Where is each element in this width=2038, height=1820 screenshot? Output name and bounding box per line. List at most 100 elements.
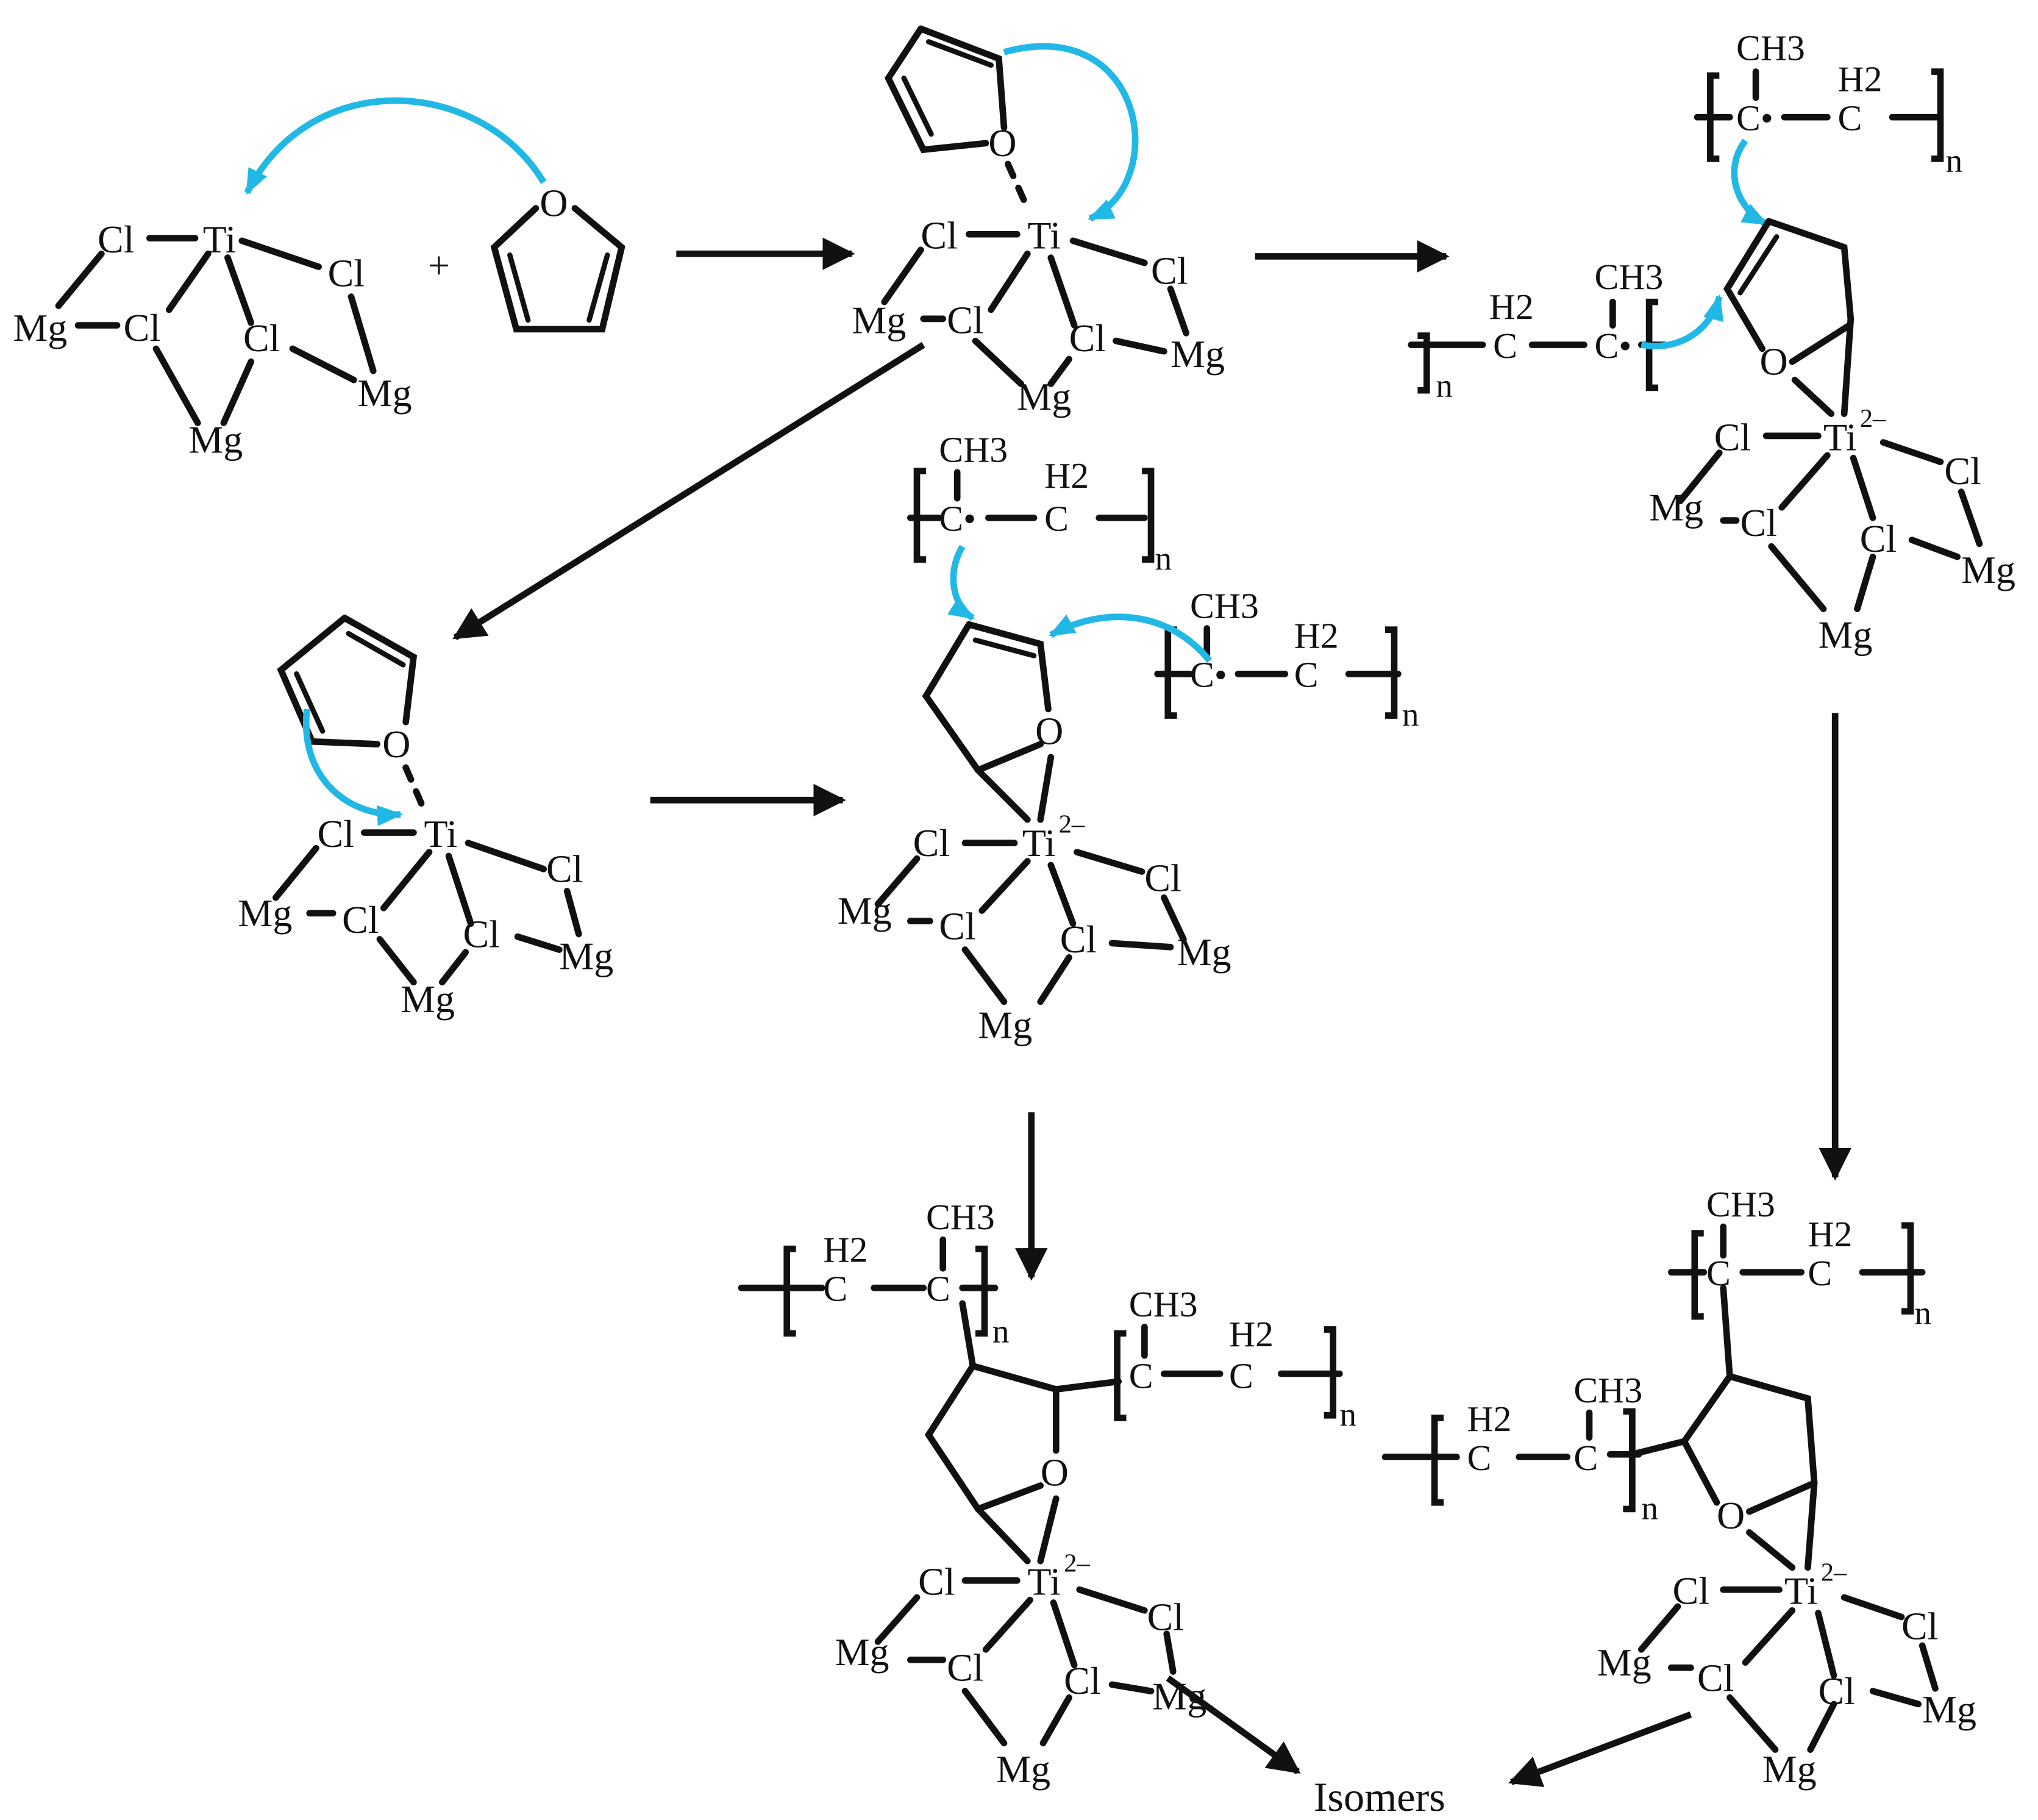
polymer-chain-bottom-middle: CH3 C H2 C n <box>1114 1284 1356 1433</box>
polymer-chain-bottom-right-top: CH3 C H2 C n <box>1668 1184 1931 1332</box>
n-subscript: n <box>992 1313 1010 1350</box>
n-subscript: n <box>1339 1396 1356 1433</box>
ch3-label: CH3 <box>1573 1370 1642 1410</box>
c-label: C <box>1229 1356 1253 1396</box>
electron-arrow <box>1641 294 1724 349</box>
ch3-label: CH3 <box>926 1197 995 1237</box>
cl-label: Cl <box>947 1646 983 1690</box>
mg-label: Mg <box>238 891 292 935</box>
cl-label: Cl <box>939 905 975 948</box>
cl-label: Cl <box>318 812 354 855</box>
cl-label: Cl <box>1151 249 1188 292</box>
cl-label: Cl <box>243 316 280 360</box>
mg-label: Mg <box>1922 1688 1976 1731</box>
cl-label: Cl <box>1740 501 1776 544</box>
cl-label: Cl <box>342 898 379 941</box>
electron-arrow <box>947 544 975 621</box>
ti-label: Ti <box>1022 821 1056 865</box>
thf-ti-complex-bottom-right: O Cl Ti 2– Cl Mg Cl Cl Mg Mg <box>1597 1284 1976 1791</box>
mg-label: Mg <box>835 1630 889 1674</box>
ti-charge: 2– <box>1821 1558 1847 1586</box>
ti-label: Ti <box>1027 214 1061 257</box>
cl-label: Cl <box>1818 1669 1855 1713</box>
cl-label: Cl <box>913 821 950 865</box>
cl-label: Cl <box>124 306 160 349</box>
c-label: C <box>926 1269 950 1309</box>
ti-charge: 2– <box>1860 404 1886 433</box>
mg-label: Mg <box>1177 930 1231 974</box>
cl-label: Cl <box>1944 449 1981 493</box>
ch3-label: CH3 <box>1595 257 1664 297</box>
ti-cluster-reactant: Cl Ti Cl Mg Cl Cl Mg Mg <box>13 218 412 462</box>
ti-label: Ti <box>1027 1560 1061 1604</box>
mg-label: Mg <box>1762 1747 1817 1791</box>
electron-arrow <box>1731 138 1769 227</box>
c-label: C <box>1837 98 1862 138</box>
cl-label: Cl <box>1901 1604 1938 1647</box>
c-radical-label: C• <box>939 499 976 539</box>
c-label: C <box>1467 1438 1491 1478</box>
c-radical-label: C• <box>1595 326 1632 366</box>
polymer-radical-upper-right: CH3 H2 C• C n <box>1694 27 1962 179</box>
h2-label: H2 <box>1489 287 1534 327</box>
plus-sign: + <box>428 244 450 287</box>
cl-label: Cl <box>1673 1569 1709 1613</box>
n-subscript: n <box>1914 1294 1931 1332</box>
ch3-label: CH3 <box>1736 27 1805 68</box>
cl-label: Cl <box>328 252 365 295</box>
mg-label: Mg <box>978 1004 1032 1047</box>
ch3-label: CH3 <box>939 430 1008 470</box>
cl-label: Cl <box>1697 1657 1734 1700</box>
oxygen-label: O <box>1717 1494 1745 1537</box>
cl-label: Cl <box>1147 1595 1184 1638</box>
cl-label: Cl <box>1860 517 1897 560</box>
c-label: C <box>1493 326 1517 366</box>
electron-arrow <box>1003 43 1139 222</box>
furan-reactant: O <box>490 181 625 333</box>
electron-arrow <box>1049 613 1213 663</box>
ti-label: Ti <box>1823 415 1857 459</box>
mg-label: Mg <box>559 935 613 978</box>
cl-label: Cl <box>463 912 499 955</box>
ch3-text: CH3 <box>1736 27 1805 68</box>
furan-ti-complex-top: O Cl Ti Cl Mg Cl Cl Mg Mg <box>852 25 1225 418</box>
oxygen-label: O <box>988 121 1016 165</box>
mg-label: Mg <box>13 306 67 349</box>
c-label: C <box>1294 655 1319 695</box>
cl-label: Cl <box>947 298 983 341</box>
ch3-label: CH3 <box>1706 1184 1775 1224</box>
n-subscript: n <box>1155 540 1172 577</box>
cl-label: Cl <box>1069 316 1106 360</box>
ti-label: Ti <box>1784 1569 1818 1613</box>
n-subscript: n <box>1436 367 1453 404</box>
c-radical-label: C• <box>1736 98 1773 138</box>
reaction-arrow <box>1508 1711 1692 1787</box>
reaction-arrow <box>452 342 925 641</box>
cl-label: Cl <box>546 848 583 891</box>
mg-label: Mg <box>996 1747 1050 1791</box>
h2-label: H2 <box>1837 59 1882 99</box>
c-label: C <box>1129 1356 1153 1396</box>
ti-charge: 2– <box>1064 1549 1090 1577</box>
electron-arrow <box>302 708 404 826</box>
cl-label: Cl <box>918 1560 955 1604</box>
h2-label: H2 <box>1808 1214 1852 1254</box>
isomers-label: Isomers <box>1314 1774 1445 1820</box>
polymer-radical-mid-right: H2 C CH3 C• n <box>1408 257 1669 404</box>
cl-label: Cl <box>98 218 134 261</box>
polymer-chain-bottom-left: H2 C CH3 C n <box>738 1197 1010 1350</box>
polymer-chain-bottom-right-left: H2 C CH3 C n <box>1381 1370 1658 1527</box>
oxygen-label: O <box>1759 340 1787 384</box>
ti-charge: 2– <box>1059 810 1085 839</box>
c-label: C <box>1044 499 1069 539</box>
cl-label: Cl <box>921 214 957 257</box>
h2-label: H2 <box>823 1230 868 1270</box>
mg-label: Mg <box>401 977 455 1021</box>
ch3-label: CH3 <box>1190 586 1259 626</box>
ti-label: Ti <box>203 218 237 261</box>
mg-label: Mg <box>1961 548 2015 591</box>
furan-ti-complex-left: O Cl Ti Cl Mg Cl Cl Mg Mg <box>238 615 613 1021</box>
mg-label: Mg <box>1649 486 1703 529</box>
h2-label: H2 <box>1044 455 1089 496</box>
electron-arrow <box>244 97 547 195</box>
